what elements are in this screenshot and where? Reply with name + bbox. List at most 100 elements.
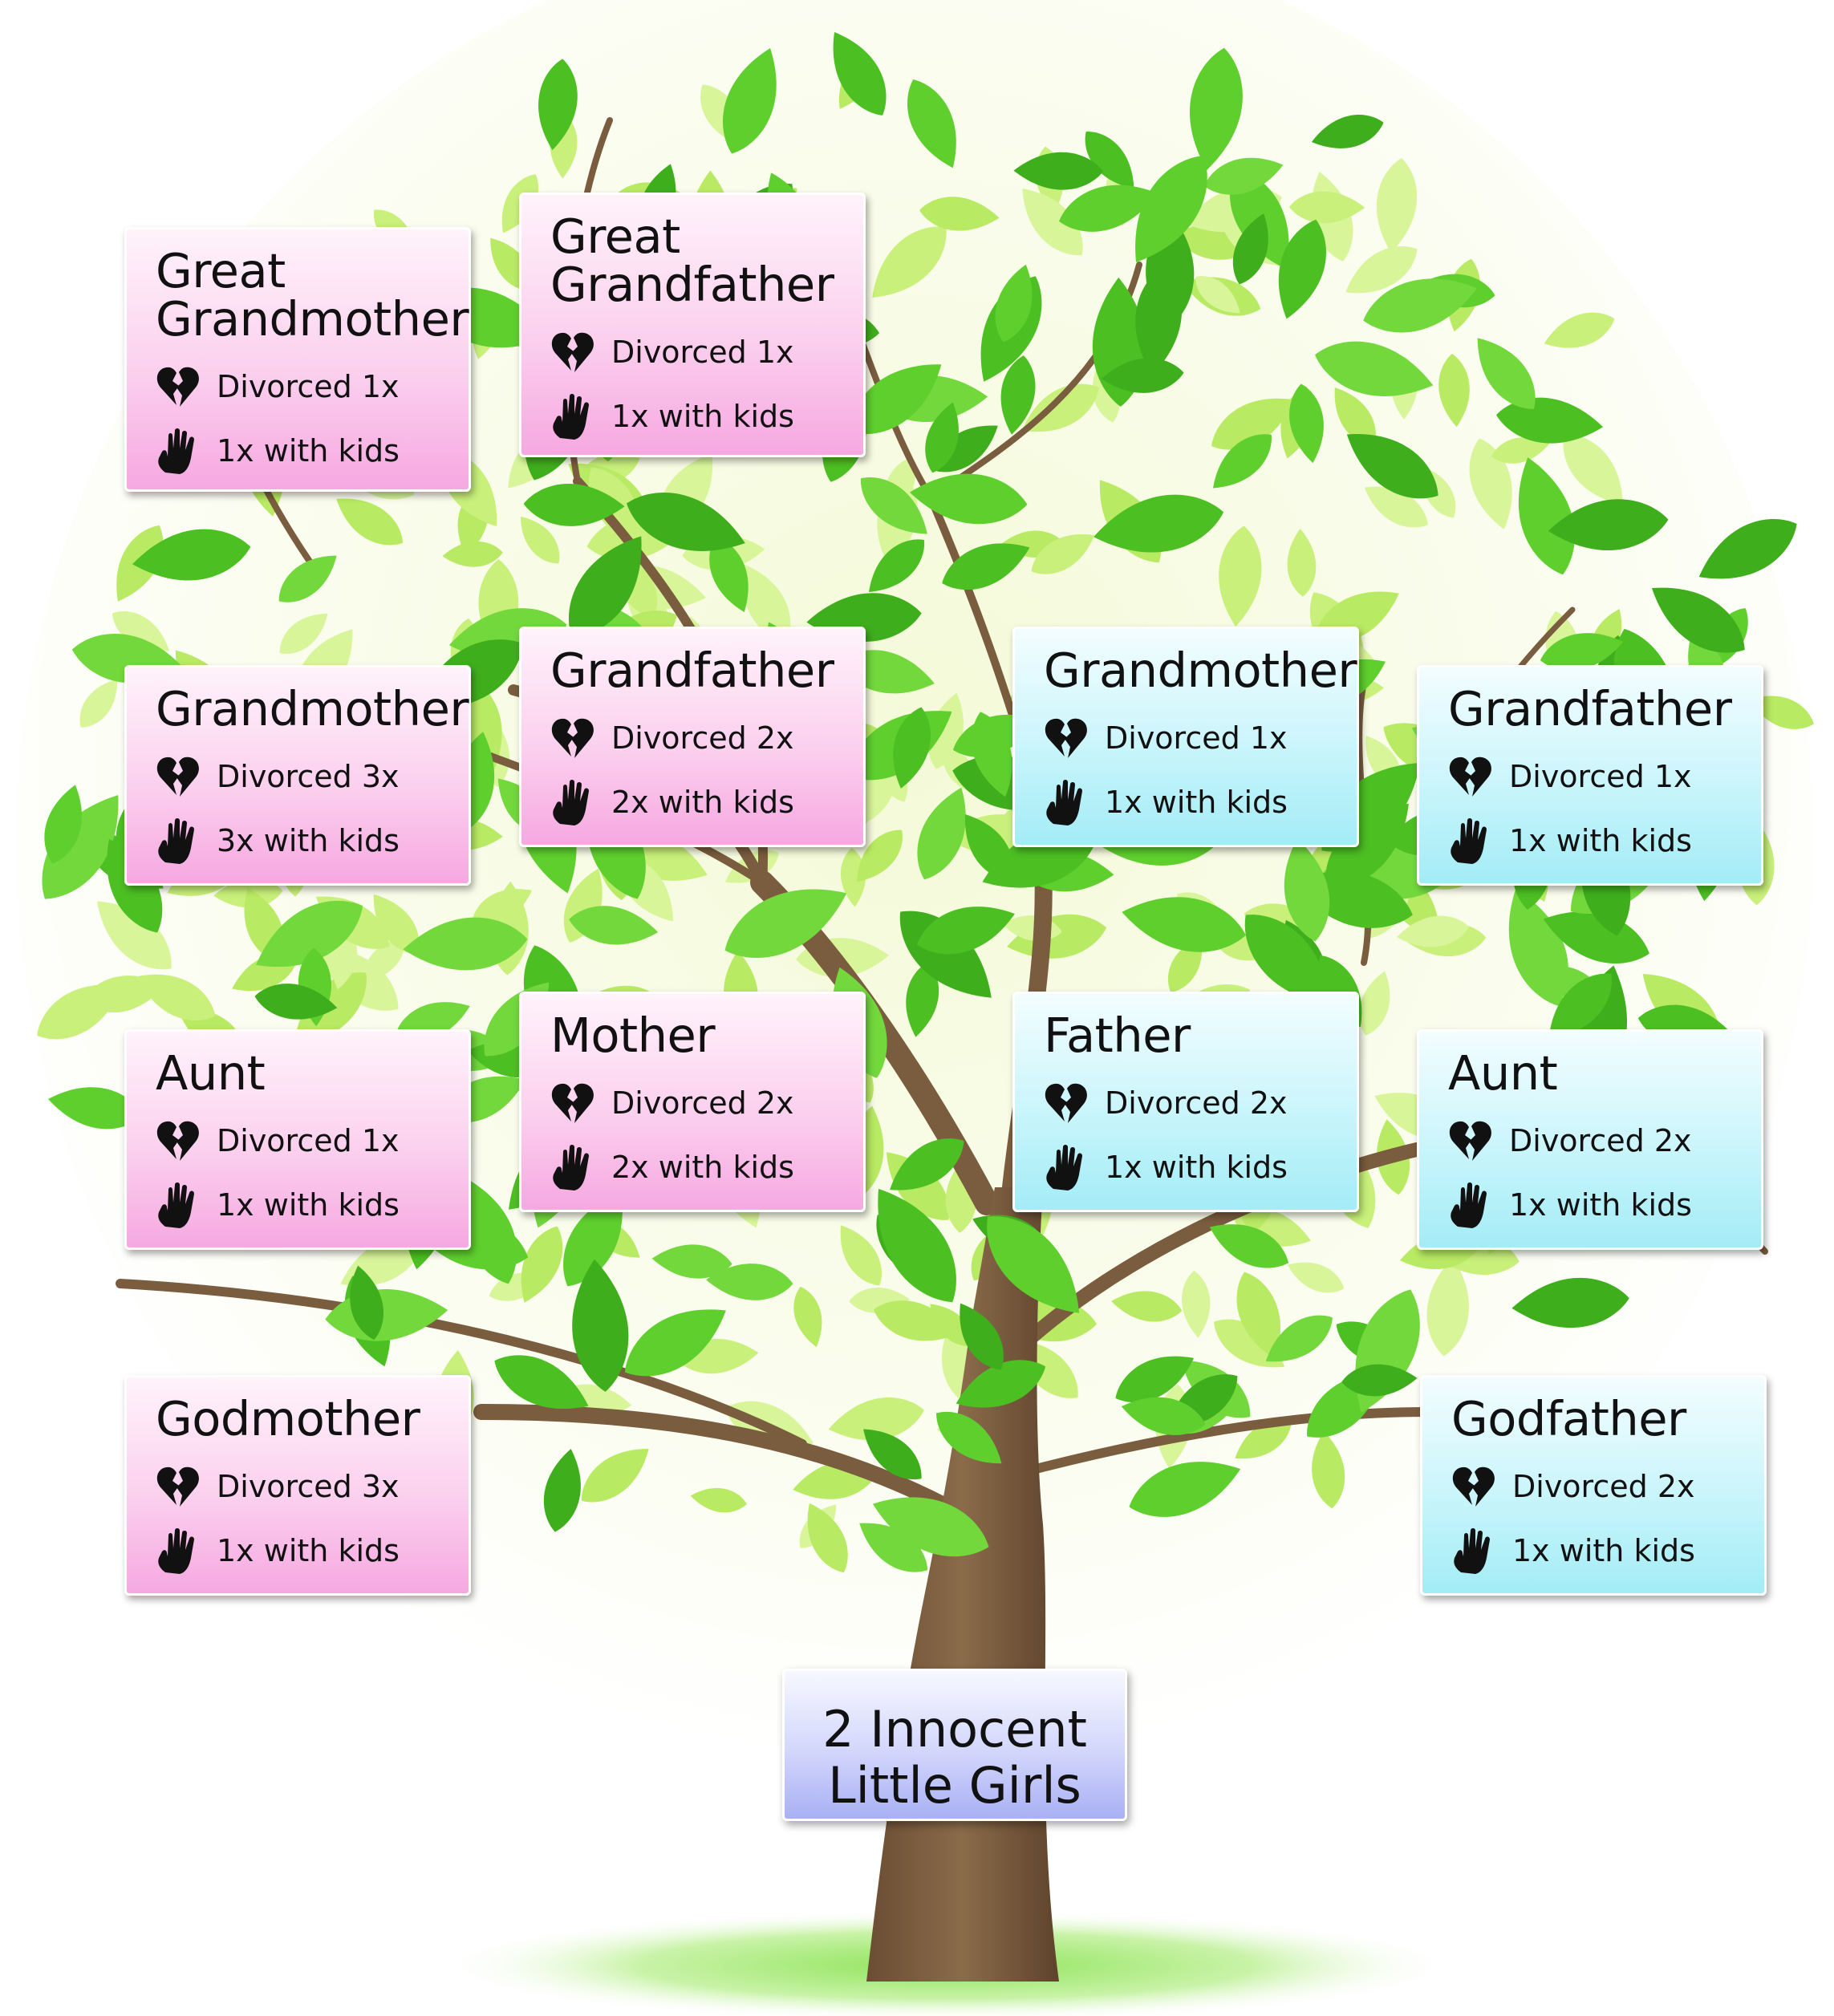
leaf — [1211, 398, 1294, 450]
leaf — [1341, 1364, 1418, 1397]
leaf — [833, 32, 887, 116]
card-title: Godfather — [1451, 1395, 1764, 1443]
card-title-line: Father — [1044, 1008, 1191, 1063]
leaf — [1000, 355, 1036, 435]
leaf — [925, 402, 959, 473]
card-title: Mother — [550, 1012, 863, 1060]
leaf — [1376, 158, 1418, 253]
leaf — [1111, 1291, 1183, 1322]
leaf — [893, 707, 931, 789]
leaf — [873, 1300, 960, 1341]
kids-row: 1x with kids — [1044, 1135, 1357, 1199]
broken-heart-icon — [156, 757, 199, 797]
kids-row: 1x with kids — [1448, 1173, 1761, 1237]
leaf — [936, 1411, 1002, 1464]
divorce-row-text: Divorced 1x — [1105, 720, 1288, 756]
leaf — [1013, 152, 1104, 190]
divorce-row: Divorced 2x — [550, 706, 863, 770]
leaf — [1288, 191, 1365, 224]
leaf — [1511, 1277, 1629, 1328]
leaf — [1363, 278, 1477, 333]
leaf — [872, 226, 947, 298]
leaf — [909, 473, 1028, 525]
kids-row-text: 1x with kids — [611, 399, 794, 434]
broken-heart-icon — [1045, 1083, 1087, 1123]
divorce-row-text: Divorced 2x — [1509, 1123, 1692, 1158]
kids-row-text: 2x with kids — [611, 785, 794, 820]
leaf — [1315, 341, 1434, 396]
hand-icon — [158, 1528, 194, 1574]
leaf — [1518, 457, 1575, 575]
divorce-row-text: Divorced 1x — [217, 1123, 400, 1158]
leaf — [724, 889, 847, 958]
root-line-2: Little Girls — [828, 1756, 1081, 1815]
leaf — [136, 974, 216, 1020]
leaf — [1085, 132, 1134, 189]
card-title-line: Grandfather — [550, 257, 834, 312]
broken-heart-icon — [1452, 1466, 1495, 1507]
divorce-row-text: Divorced 1x — [217, 369, 400, 404]
card-title-line: Grandfather — [550, 643, 834, 698]
root-card-children: 2 Innocent Little Girls — [782, 1669, 1127, 1821]
broken-heart-icon — [1449, 1121, 1491, 1161]
hand-icon — [1451, 818, 1487, 864]
leaf — [1312, 1431, 1345, 1509]
leaf — [1209, 1224, 1289, 1268]
divorce-row: Divorced 2x — [1451, 1454, 1764, 1519]
leaf — [523, 484, 625, 526]
leaf — [1426, 1257, 1469, 1357]
card-title: Godmother — [156, 1395, 469, 1443]
leaf — [860, 477, 927, 534]
card-title-line: Great — [550, 209, 680, 264]
leaf — [863, 1429, 922, 1480]
leaf — [581, 1448, 649, 1503]
leaf — [917, 787, 966, 880]
kids-row-text: 3x with kids — [217, 823, 400, 858]
card-title-line: Godfather — [1451, 1391, 1686, 1446]
hand-icon — [1046, 780, 1082, 825]
leaf — [872, 1497, 989, 1557]
branch — [974, 1407, 1433, 1489]
card-title-line: Grandfather — [1448, 681, 1732, 736]
leaf — [1181, 1270, 1211, 1338]
leaf — [1346, 434, 1438, 499]
leaf — [254, 984, 338, 1020]
kids-row: 1x with kids — [156, 1519, 469, 1583]
leaf — [956, 1360, 1046, 1408]
leaf — [521, 1226, 563, 1303]
broken-heart-icon — [551, 332, 594, 372]
hand-icon — [1046, 1145, 1082, 1191]
leaf — [1121, 1397, 1206, 1435]
leaf — [569, 906, 659, 945]
leaf — [793, 1286, 822, 1348]
leaf — [1698, 519, 1797, 579]
leaf — [563, 1191, 623, 1287]
leaf — [1189, 47, 1243, 170]
divorce-row-text: Divorced 2x — [611, 720, 794, 756]
hand-icon — [158, 428, 194, 474]
leaf — [624, 1309, 726, 1377]
leaf — [1548, 973, 1613, 1040]
broken-heart-icon — [551, 1083, 594, 1123]
leaf — [1311, 115, 1384, 148]
leaf — [919, 197, 1000, 231]
leaf — [1345, 245, 1418, 294]
divorce-row: Divorced 1x — [1044, 706, 1357, 770]
leaf — [972, 712, 1012, 797]
leaf — [1101, 358, 1184, 393]
divorce-row-text: Divorced 2x — [1105, 1085, 1288, 1121]
leaf — [331, 934, 358, 990]
hand-icon — [553, 394, 589, 440]
kids-row: 1x with kids — [550, 384, 863, 448]
leaf — [850, 364, 942, 435]
divorce-row: Divorced 1x — [550, 320, 863, 384]
divorce-row: Divorced 1x — [156, 1109, 469, 1173]
leaf — [572, 1259, 629, 1392]
leaf — [840, 848, 866, 907]
card-title-line: Great — [156, 243, 286, 298]
